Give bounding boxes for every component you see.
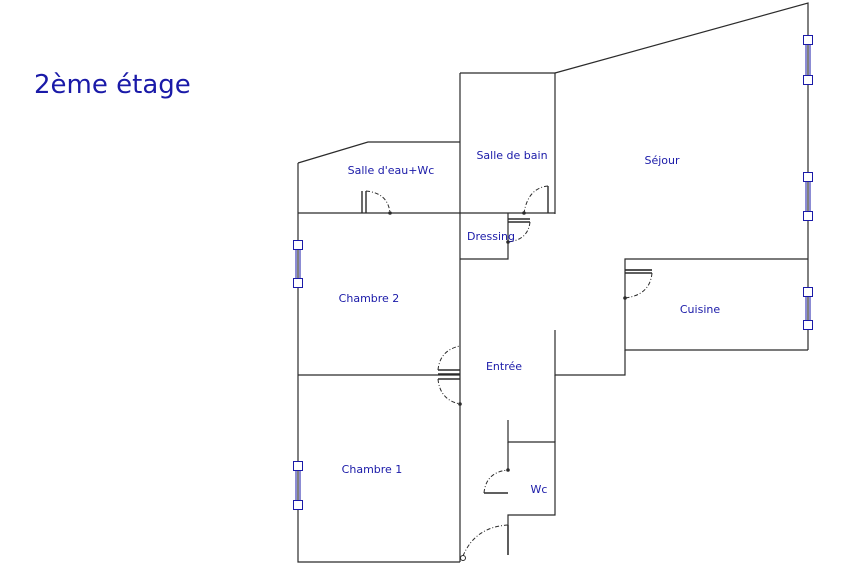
wall-cuisine-outline — [624, 258, 808, 351]
room-labels: Salle d'eau+Wc Salle de bain Séjour Dres… — [339, 149, 721, 496]
window-chambre-2 — [293, 240, 303, 288]
door-wc-swing — [483, 469, 509, 494]
wall-cuisine-south-step — [554, 330, 626, 376]
room-label-salle-de-bain: Salle de bain — [476, 149, 547, 162]
doors — [361, 185, 653, 561]
door-cuisine-swing — [624, 272, 653, 299]
door-wc-hinge — [506, 468, 510, 472]
walls — [297, 2, 809, 563]
door-dressing-hinge — [506, 240, 510, 244]
door-chambre-2-swing — [437, 345, 461, 371]
room-label-chambre-2: Chambre 2 — [339, 292, 400, 305]
window-sejour-1 — [803, 35, 813, 85]
door-dressing-swing — [507, 221, 531, 243]
window-sejour-2 — [803, 172, 813, 221]
room-label-entree: Entrée — [486, 360, 522, 373]
windows — [293, 35, 813, 510]
wall-dressing — [460, 213, 509, 260]
wall-top-left — [297, 141, 460, 164]
room-label-wc: Wc — [531, 483, 548, 496]
room-label-dressing: Dressing — [467, 230, 515, 243]
door-salle-eau-swing — [365, 190, 391, 214]
wall-salle-de-bain-outline — [460, 72, 556, 214]
door-salle-de-bain-swing — [523, 185, 549, 214]
door-entrance-hinge — [460, 555, 466, 561]
door-entrance-swing — [462, 524, 509, 557]
room-label-cuisine: Cuisine — [680, 303, 720, 316]
door-chambre-1-hinge — [458, 402, 462, 406]
door-salle-de-bain-hinge — [522, 211, 526, 215]
floor-title: 2ème étage — [34, 70, 191, 100]
wall-west — [297, 163, 460, 563]
door-cuisine-hinge — [623, 296, 627, 300]
room-label-sejour: Séjour — [644, 154, 680, 167]
door-chambre-1-swing — [437, 378, 461, 405]
window-cuisine — [803, 287, 813, 330]
room-label-salle-eau-wc: Salle d'eau+Wc — [348, 164, 435, 177]
room-label-chambre-1: Chambre 1 — [342, 463, 403, 476]
wall-sejour-outline — [554, 2, 809, 350]
wall-wc — [507, 420, 556, 555]
door-salle-eau-hinge — [388, 211, 392, 215]
window-chambre-1 — [293, 461, 303, 510]
